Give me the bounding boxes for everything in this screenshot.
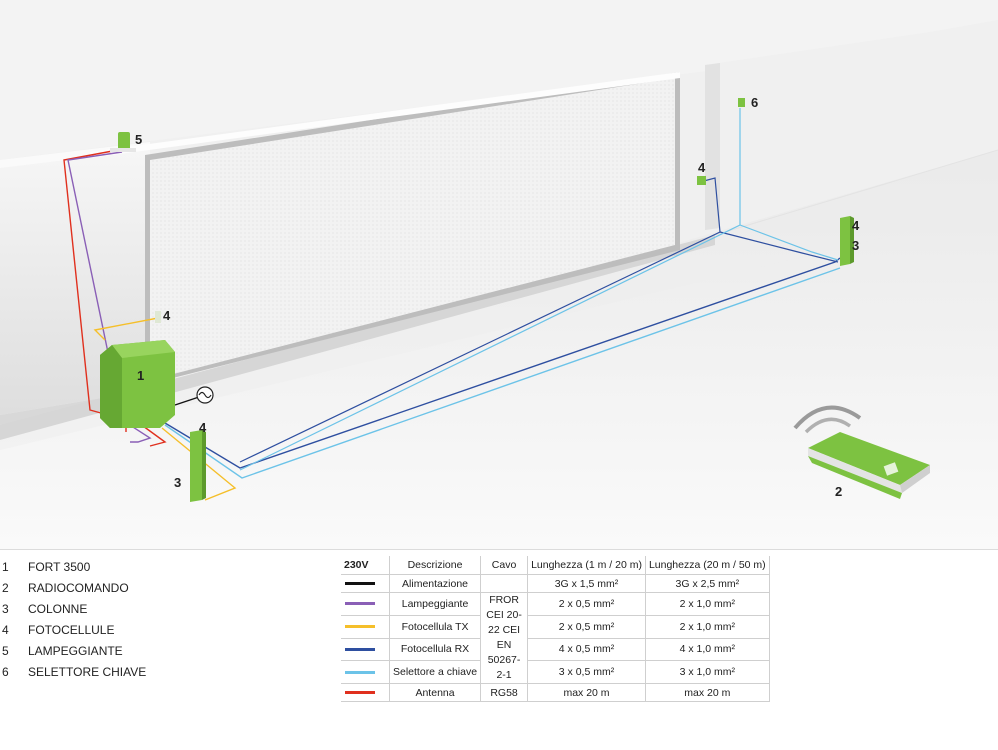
cable-description: Selettore a chiave xyxy=(389,660,482,684)
legend-number: 3 xyxy=(2,601,9,616)
table-row: Fotocellula RX 4 x 0,5 mm² 4 x 1,0 mm² xyxy=(341,638,770,662)
lampeggiante-device xyxy=(110,132,136,152)
callout-4-post: 4 xyxy=(698,160,706,175)
descrizione-header: Descrizione xyxy=(389,556,482,575)
cable-color-swatch xyxy=(341,592,390,616)
callout-3-left: 3 xyxy=(174,475,181,490)
legend-label: FORT 3500 xyxy=(28,559,91,574)
length1-cell: 3G x 1,5 mm² xyxy=(527,574,646,593)
component-legend: 1 FORT 3500 2 RADIOCOMANDO 3 COLONNE 4 FOTOC… xyxy=(2,556,202,682)
cavo-antenna-cell: RG58 xyxy=(480,683,529,702)
cable-color-swatch xyxy=(341,574,390,593)
callout-6: 6 xyxy=(751,95,758,110)
legend-label: LAMPEGGIANTE xyxy=(28,643,123,658)
length2-header: Lunghezza (20 m / 50 m) xyxy=(645,556,770,575)
cable-fotocellula-tx-wall xyxy=(93,317,159,341)
callout-4-wall: 4 xyxy=(163,308,171,323)
callout-3-right: 3 xyxy=(852,238,859,253)
length1-header: Lunghezza (1 m / 20 m) xyxy=(527,556,646,575)
cable-description: Alimentazione xyxy=(389,574,482,593)
legend-number: 4 xyxy=(2,622,9,637)
key-selector xyxy=(738,98,745,107)
cavo-merged-cell: FROR CEI 20-22 CEI EN 50267-2-1 xyxy=(480,592,529,684)
cable-table: 230V Descrizione Cavo Lunghezza (1 m / 2… xyxy=(341,556,770,702)
length2-cell: 3 x 1,0 mm² xyxy=(645,660,770,684)
callout-2: 2 xyxy=(835,484,842,499)
power-supply-icon xyxy=(196,386,214,404)
floor xyxy=(0,150,998,550)
cable-description: Lampeggiante xyxy=(389,592,482,616)
legend-number: 2 xyxy=(2,580,9,595)
cable-color-swatch xyxy=(341,660,390,684)
legend-item: 3 COLONNE xyxy=(2,598,202,619)
length1-cell: 4 x 0,5 mm² xyxy=(527,638,646,662)
table-row: Antenna RG58 max 20 m max 20 m xyxy=(341,683,770,702)
cable-description: Antenna xyxy=(389,683,482,702)
length2-cell: max 20 m xyxy=(645,683,770,702)
length1-cell: 3 x 0,5 mm² xyxy=(527,660,646,684)
cable-color-swatch xyxy=(341,683,390,702)
legend-label: FOTOCELLULE xyxy=(28,622,115,637)
voltage-header: 230V xyxy=(341,556,390,575)
wall-photocell xyxy=(155,311,161,323)
legend-item: 4 FOTOCELLULE xyxy=(2,619,202,640)
remote-control xyxy=(793,405,930,499)
table-row: Alimentazione 3G x 1,5 mm² 3G x 2,5 mm² xyxy=(341,574,770,593)
cable-color-swatch xyxy=(341,615,390,639)
table-header-row: 230V Descrizione Cavo Lunghezza (1 m / 2… xyxy=(341,556,770,575)
legend-label: COLONNE xyxy=(28,601,88,616)
column-right xyxy=(840,216,854,266)
table-row: Fotocellula TX 2 x 0,5 mm² 2 x 1,0 mm² xyxy=(341,615,770,639)
length1-cell: 2 x 0,5 mm² xyxy=(527,592,646,616)
length2-cell: 2 x 1,0 mm² xyxy=(645,592,770,616)
legend-number: 6 xyxy=(2,664,9,679)
callout-1: 1 xyxy=(137,368,144,383)
cavo-cell xyxy=(480,574,529,593)
length2-cell: 2 x 1,0 mm² xyxy=(645,615,770,639)
cable-fotocellula-tx xyxy=(161,427,237,501)
legend-item: 1 FORT 3500 xyxy=(2,556,202,577)
post-photocell xyxy=(697,176,706,185)
cable-color-swatch xyxy=(341,638,390,662)
legend-item: 6 SELETTORE CHIAVE xyxy=(2,661,202,682)
callout-4-column-left: 4 xyxy=(199,420,207,435)
cable-description: Fotocellula RX xyxy=(389,638,482,662)
cable-lampeggiante xyxy=(67,151,152,443)
length2-cell: 4 x 1,0 mm² xyxy=(645,638,770,662)
legend-number: 5 xyxy=(2,643,9,658)
signal-wave-icon xyxy=(793,405,862,430)
table-row: Lampeggiante FROR CEI 20-22 CEI EN 50267… xyxy=(341,592,770,684)
table-row: Selettore a chiave 3 x 0,5 mm² 3 x 1,0 m… xyxy=(341,660,770,684)
fort-3500-motor xyxy=(100,340,175,428)
right-wall xyxy=(705,22,998,228)
length1-cell: max 20 m xyxy=(527,683,646,702)
legend-item: 5 LAMPEGGIANTE xyxy=(2,640,202,661)
cable-description: Fotocellula TX xyxy=(389,615,482,639)
length2-cell: 3G x 2,5 mm² xyxy=(645,574,770,593)
cavo-header: Cavo xyxy=(480,556,529,575)
legend-label: RADIOCOMANDO xyxy=(28,580,129,595)
callout-4-column-right: 4 xyxy=(852,218,860,233)
legend-item: 2 RADIOCOMANDO xyxy=(2,577,202,598)
gate-mesh xyxy=(150,78,675,380)
installation-scene: 1 5 4 4 3 4 3 4 6 2 xyxy=(0,0,998,550)
callout-5: 5 xyxy=(135,132,142,147)
legend-label: SELETTORE CHIAVE xyxy=(28,664,147,679)
column-left xyxy=(190,430,206,502)
legend-number: 1 xyxy=(2,559,9,574)
length1-cell: 2 x 0,5 mm² xyxy=(527,615,646,639)
